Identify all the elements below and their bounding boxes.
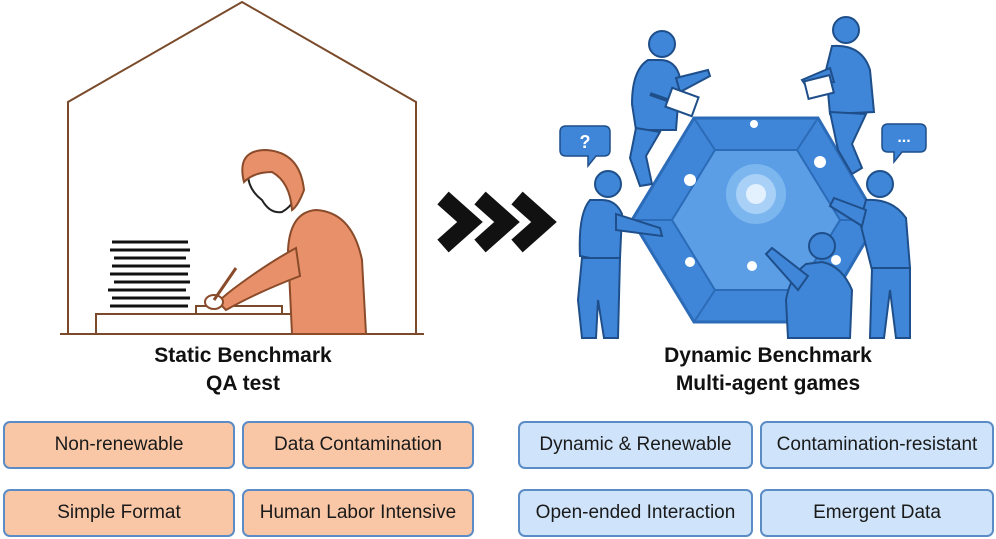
tag-non-renewable: Non-renewable bbox=[3, 421, 235, 469]
person-top-left bbox=[628, 30, 712, 188]
dynamic-benchmark-subtitle: Multi-agent games bbox=[675, 372, 861, 395]
static-benchmark-title-block: Static Benchmark QA test bbox=[100, 342, 386, 398]
person-right-pushing bbox=[828, 170, 912, 339]
question-mark: ? bbox=[580, 132, 591, 152]
tag-simple-format: Simple Format bbox=[3, 489, 235, 537]
ellipsis-bubble-icon: ... bbox=[881, 123, 927, 165]
tag-emergent-data: Emergent Data bbox=[760, 489, 994, 537]
tag-dynamic-renewable: Dynamic & Renewable bbox=[518, 421, 753, 469]
chevron-arrows-icon bbox=[437, 191, 557, 253]
person-left-pointing bbox=[576, 170, 664, 339]
dynamic-benchmark-title-block: Dynamic Benchmark Multi-agent games bbox=[618, 342, 918, 398]
dynamic-benchmark-title: Dynamic Benchmark bbox=[664, 344, 872, 367]
ellipsis-text: ... bbox=[897, 129, 910, 146]
paper-stack-icon bbox=[108, 240, 190, 308]
static-benchmark-subtitle: QA test bbox=[206, 372, 280, 395]
person-bottom-center bbox=[764, 232, 854, 339]
house-scene bbox=[60, 0, 424, 335]
question-bubble-icon: ? bbox=[559, 125, 611, 169]
writing-person-icon bbox=[204, 148, 368, 335]
tag-human-labor-intensive: Human Labor Intensive bbox=[242, 489, 474, 537]
static-benchmark-title: Static Benchmark bbox=[154, 344, 332, 367]
tag-contamination-resistant: Contamination-resistant bbox=[760, 421, 994, 469]
tag-data-contamination: Data Contamination bbox=[242, 421, 474, 469]
desk bbox=[95, 313, 293, 335]
house-outline bbox=[67, 0, 417, 334]
tag-open-ended-interaction: Open-ended Interaction bbox=[518, 489, 753, 537]
game-scene: ? ... bbox=[559, 16, 927, 339]
person-top-right bbox=[800, 16, 876, 176]
